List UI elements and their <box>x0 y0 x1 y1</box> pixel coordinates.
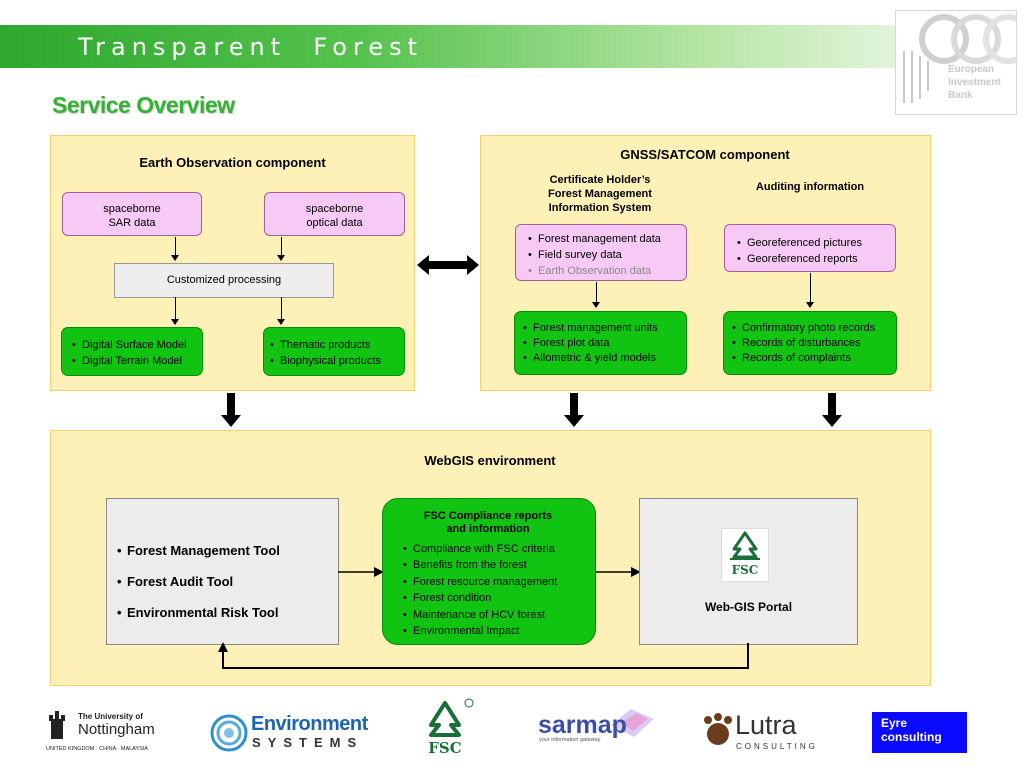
list-item: Digital Surface Model <box>70 337 202 353</box>
fsc-tree-icon <box>429 698 474 737</box>
arrow-down-icon <box>171 319 179 325</box>
eib-emblem-icon <box>903 14 1016 103</box>
optical-data-box: spaceborne optical data <box>264 192 405 236</box>
nottingham-line2: Nottingham <box>78 721 155 738</box>
arrow-down-icon <box>277 319 285 325</box>
paw-icon <box>704 713 732 745</box>
nottingham-logo: The University of Nottingham UNITED KING… <box>46 709 166 757</box>
list-item: Field survey data <box>526 247 686 263</box>
nottingham-crest-icon <box>49 711 65 739</box>
fsc-reports-box: FSC Compliance reports and information C… <box>382 498 596 645</box>
connector <box>175 237 176 256</box>
eyre-consulting-logo: Eyre consulting <box>872 712 967 753</box>
list-item: Compliance with FSC criteria <box>401 541 557 558</box>
portal-label: Web-GIS Portal <box>704 600 793 614</box>
arrow-down-icon <box>277 255 285 261</box>
list-item: Earth Observation data <box>526 263 686 279</box>
lutra-name: Lutra <box>735 710 797 740</box>
auditing-outputs-box: Confirmatory photo records Records of di… <box>723 311 897 375</box>
fsc-logo: FSC <box>721 528 769 582</box>
list-item: Georeferenced reports <box>735 251 895 267</box>
list-item: Environmental Impact <box>401 623 557 640</box>
tool-forest-management: Forest Management Tool <box>115 535 280 566</box>
sarmap-logo: sarmap your information gateway <box>538 705 658 749</box>
chfmis-title: Certificate Holder’s Forest Management I… <box>548 174 652 214</box>
sarmap-grid-icon <box>611 709 654 737</box>
nottingham-line3: UNITED KINGDOM · CHINA · MALAYSIA <box>46 746 148 752</box>
list-item: Forest resource management <box>401 574 557 591</box>
env-systems-line1: Environment <box>251 713 368 735</box>
arrow-down-icon <box>564 393 584 427</box>
list-item: Digital Terrain Model <box>70 353 202 369</box>
eo-title: Earth Observation component <box>139 155 326 170</box>
list-item: Georeferenced pictures <box>735 235 895 251</box>
sarmap-tagline: your information gateway <box>539 737 601 743</box>
tool-environmental-risk: Environmental Risk Tool <box>115 597 280 628</box>
auditing-inputs-box: Georeferenced pictures Georeferenced rep… <box>724 224 896 272</box>
eib-logo: European Investment Bank <box>895 10 1017 115</box>
title-banner <box>0 25 1024 68</box>
page-title: Service Overview <box>52 92 235 118</box>
fsc-footer-logo: FSC <box>419 697 475 759</box>
list-item: Maintenance of HCV forest <box>401 607 557 624</box>
arrow-down-icon <box>592 302 600 308</box>
tools-box: Forest Management Tool Forest Audit Tool… <box>106 498 339 645</box>
arrow-right-icon <box>338 567 384 577</box>
arrow-down-icon <box>171 255 179 261</box>
list-item: Forest management units <box>521 321 686 336</box>
processing-box: Customized processing <box>114 263 334 298</box>
banner-title: Transparent Forest <box>78 33 423 61</box>
list-item: Forest plot data <box>521 336 686 351</box>
connector <box>281 297 282 320</box>
list-item: Records of complaints <box>730 351 896 366</box>
swirl-icon <box>210 714 248 752</box>
list-item: Confirmatory photo records <box>730 321 896 336</box>
nottingham-line1: The University of <box>78 712 143 721</box>
eo-products-left: Digital Surface Model Digital Terrain Mo… <box>61 327 203 376</box>
connector <box>596 282 597 303</box>
eo-products-right: Thematic products Biophysical products <box>263 327 405 376</box>
gnss-title: GNSS/SATCOM component <box>620 147 790 162</box>
fsc-reports-title: FSC Compliance reports and information <box>423 510 553 535</box>
sarmap-name: sarmap <box>538 711 627 739</box>
list-item: Forest management data <box>526 231 686 247</box>
fsc-logo-text: FSC <box>731 563 759 577</box>
chfmis-inputs-box: Forest management data Field survey data… <box>515 224 687 281</box>
list-item: Biophysical products <box>268 353 404 369</box>
webgis-title: WebGIS environment <box>424 453 556 468</box>
auditing-title: Auditing information <box>755 181 865 193</box>
lutra-logo: Lutra CONSULTING <box>702 710 820 754</box>
environment-systems-logo: Environment SYSTEMS <box>210 710 368 754</box>
arrow-down-icon <box>822 393 842 427</box>
connector <box>175 297 176 320</box>
eib-text: European Investment Bank <box>948 64 1001 101</box>
list-item: Allometric & yield models <box>521 351 686 366</box>
lutra-sub: CONSULTING <box>736 742 818 751</box>
feedback-arrow <box>218 642 749 669</box>
arrow-down-icon <box>806 302 814 308</box>
connector <box>281 237 282 256</box>
webgis-portal-box: FSC Web-GIS Portal <box>639 498 858 645</box>
chfmis-outputs-box: Forest management units Forest plot data… <box>514 311 687 375</box>
sar-data-box: spaceborne SAR data <box>62 192 202 236</box>
tool-forest-audit: Forest Audit Tool <box>115 566 280 597</box>
env-systems-line2: SYSTEMS <box>252 735 364 750</box>
list-item: Records of disturbances <box>730 336 896 351</box>
list-item: Thematic products <box>268 337 404 353</box>
arrow-right-icon <box>595 567 641 577</box>
fsc-footer-text: FSC <box>428 739 462 757</box>
connector <box>810 273 811 303</box>
list-item: Forest condition <box>401 590 557 607</box>
arrow-down-icon <box>221 393 241 427</box>
fsc-tree-icon <box>730 531 760 560</box>
bidirectional-arrow-icon <box>417 255 479 275</box>
list-item: Benefits from the forest <box>401 557 557 574</box>
